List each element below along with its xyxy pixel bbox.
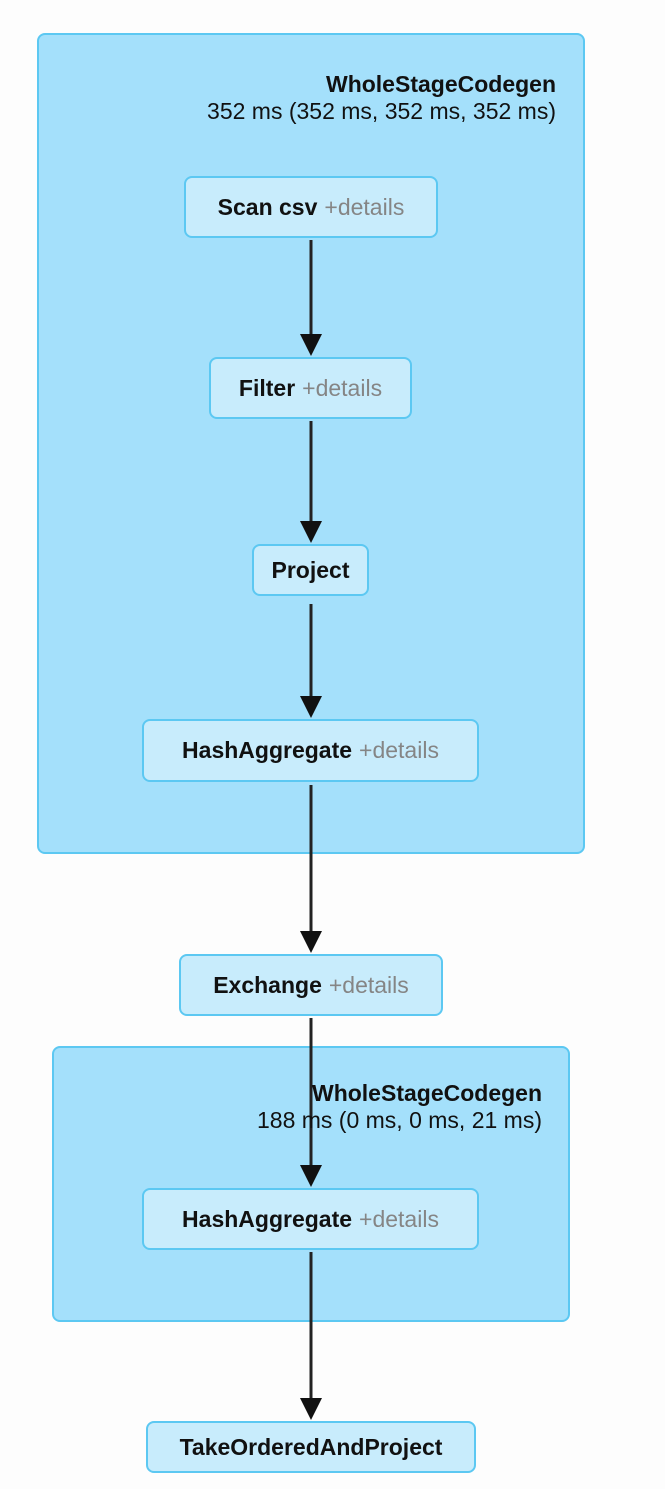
details-link[interactable]: +details [359, 1205, 439, 1232]
node-label: HashAggregate [182, 737, 353, 763]
node-scan-csv[interactable]: Scan csv +details [184, 176, 438, 238]
details-link[interactable]: +details [324, 193, 405, 220]
node-label: TakeOrderedAndProject [179, 1433, 443, 1460]
cluster-title: WholeStageCodegen [325, 71, 556, 97]
cluster-duration: 188 ms (0 ms, 0 ms, 21 ms) [256, 1107, 542, 1133]
details-link[interactable]: +details [328, 971, 409, 998]
node-project[interactable]: Project [252, 544, 369, 596]
node-hashaggregate-2[interactable]: HashAggregate +details [142, 1188, 479, 1250]
details-link[interactable]: +details [302, 374, 383, 401]
node-label: Filter [238, 374, 296, 401]
cluster-title: WholeStageCodegen [311, 1080, 542, 1106]
node-label: HashAggregate [182, 1205, 353, 1232]
cluster-duration: 352 ms (352 ms, 352 ms, 352 ms) [207, 98, 556, 124]
node-label: Project [271, 556, 350, 583]
node-label: Scan csv [217, 193, 318, 220]
node-label: Exchange [213, 971, 322, 998]
node-exchange[interactable]: Exchange +details [179, 954, 443, 1016]
details-link[interactable]: +details [359, 737, 439, 763]
node-takeorderedandproject[interactable]: TakeOrderedAndProject [146, 1421, 476, 1473]
arrowhead-icon [300, 931, 322, 953]
node-filter[interactable]: Filter +details [209, 357, 412, 419]
node-hashaggregate-1[interactable]: HashAggregate +details [142, 719, 479, 782]
arrowhead-icon [300, 1398, 322, 1420]
